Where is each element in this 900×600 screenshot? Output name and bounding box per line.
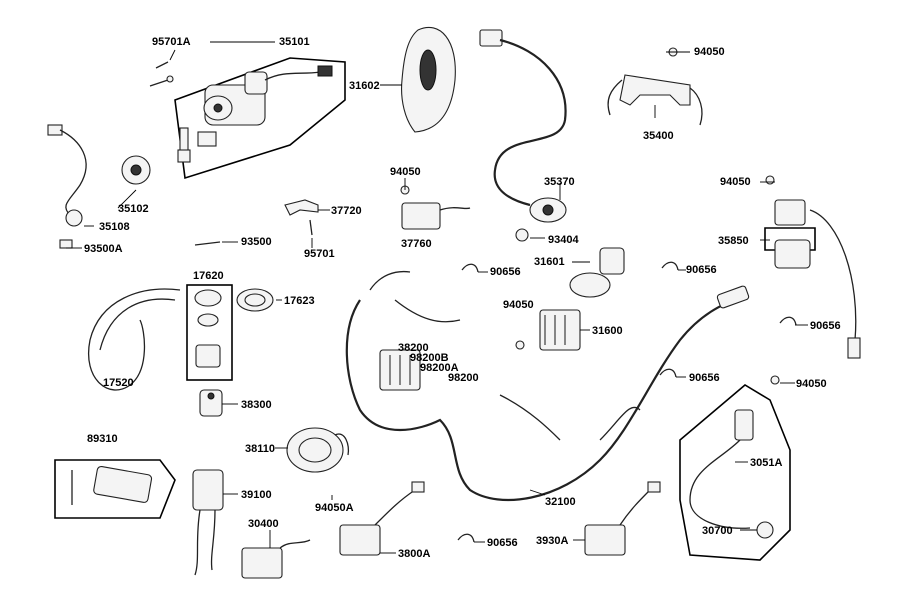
cable-17520-part bbox=[88, 288, 181, 391]
label-39100: 39100 bbox=[241, 489, 272, 501]
toolkit-89310-part bbox=[54, 459, 176, 519]
label-95701A: 95701A bbox=[152, 36, 191, 48]
label-38300: 38300 bbox=[241, 399, 272, 411]
label-35850: 35850 bbox=[718, 235, 749, 247]
label-35370: 35370 bbox=[544, 176, 575, 188]
harness-32100-part bbox=[345, 270, 750, 502]
label-93500: 93500 bbox=[241, 236, 272, 248]
label-38200: 38200 bbox=[398, 342, 429, 354]
module-37760-part bbox=[400, 185, 471, 230]
coil-30400-part bbox=[241, 539, 311, 579]
toolkit-frame bbox=[54, 459, 176, 519]
label-98200: 98200 bbox=[448, 372, 479, 384]
group-17620-frame bbox=[186, 284, 233, 381]
horn-17620-group bbox=[186, 241, 274, 381]
label-95701: 95701 bbox=[304, 248, 335, 260]
label-3930A: 3930A bbox=[536, 535, 569, 547]
unit-3800A-part bbox=[339, 481, 425, 556]
sensor-35108-part bbox=[47, 124, 151, 249]
label-35102: 35102 bbox=[118, 203, 149, 215]
horn-38110-part bbox=[286, 427, 350, 473]
label-38110: 38110 bbox=[245, 443, 275, 455]
cover-31602-part bbox=[401, 26, 456, 133]
label-90656-b: 90656 bbox=[686, 264, 717, 276]
label-35400: 35400 bbox=[643, 130, 674, 142]
label-37720: 37720 bbox=[331, 205, 362, 217]
label-17520: 17520 bbox=[103, 377, 134, 389]
label-90656-c: 90656 bbox=[810, 320, 841, 332]
label-30400: 30400 bbox=[248, 518, 279, 530]
relay-35850-part bbox=[764, 175, 861, 359]
label-37760: 37760 bbox=[401, 238, 432, 250]
regulator-31600-part bbox=[515, 309, 581, 351]
label-94050-top: 94050 bbox=[694, 46, 725, 58]
label-35101: 35101 bbox=[279, 36, 310, 48]
label-94050A: 94050A bbox=[315, 502, 354, 514]
switch-31601-part bbox=[569, 247, 625, 298]
label-94050-mid: 94050 bbox=[390, 166, 421, 178]
relay-38300-part bbox=[199, 389, 223, 417]
label-17620: 17620 bbox=[193, 270, 224, 282]
label-30700: 30700 bbox=[702, 525, 733, 537]
clips-90656-part bbox=[457, 261, 797, 543]
relay-frame bbox=[764, 227, 816, 251]
label-89310: 89310 bbox=[87, 433, 118, 445]
label-93404: 93404 bbox=[548, 234, 579, 246]
label-90656-e: 90656 bbox=[487, 537, 518, 549]
coil-30700-part bbox=[679, 375, 791, 561]
label-32100: 32100 bbox=[545, 496, 576, 508]
ignition-switch-part bbox=[174, 57, 346, 180]
label-98200B: 98200B bbox=[410, 352, 449, 364]
leader-lines bbox=[66, 41, 808, 554]
label-94050-right: 94050 bbox=[720, 176, 751, 188]
label-3051A: 3051A bbox=[750, 457, 783, 469]
label-90656-d: 90656 bbox=[689, 372, 720, 384]
label-35108: 35108 bbox=[99, 221, 130, 233]
cdi-39100-part bbox=[192, 469, 224, 576]
label-94050-d: 94050 bbox=[796, 378, 827, 390]
label-98200A: 98200A bbox=[420, 362, 459, 374]
ignition-group-frame bbox=[174, 57, 346, 180]
label-3800A: 3800A bbox=[398, 548, 431, 560]
screw-95701A-part bbox=[149, 49, 176, 87]
label-17623: 17623 bbox=[284, 295, 315, 307]
label-31602: 31602 bbox=[349, 80, 380, 92]
label-31600: 31600 bbox=[592, 325, 623, 337]
label-31601: 31601 bbox=[534, 256, 565, 268]
sensor-35370-part bbox=[479, 29, 567, 242]
label-94050-c: 94050 bbox=[503, 299, 534, 311]
label-93500A: 93500A bbox=[84, 243, 123, 255]
group-3051A-frame bbox=[679, 384, 791, 561]
unit-3930A-part bbox=[584, 481, 661, 556]
label-90656-a: 90656 bbox=[490, 266, 521, 278]
bracket-37720-part bbox=[284, 199, 319, 236]
